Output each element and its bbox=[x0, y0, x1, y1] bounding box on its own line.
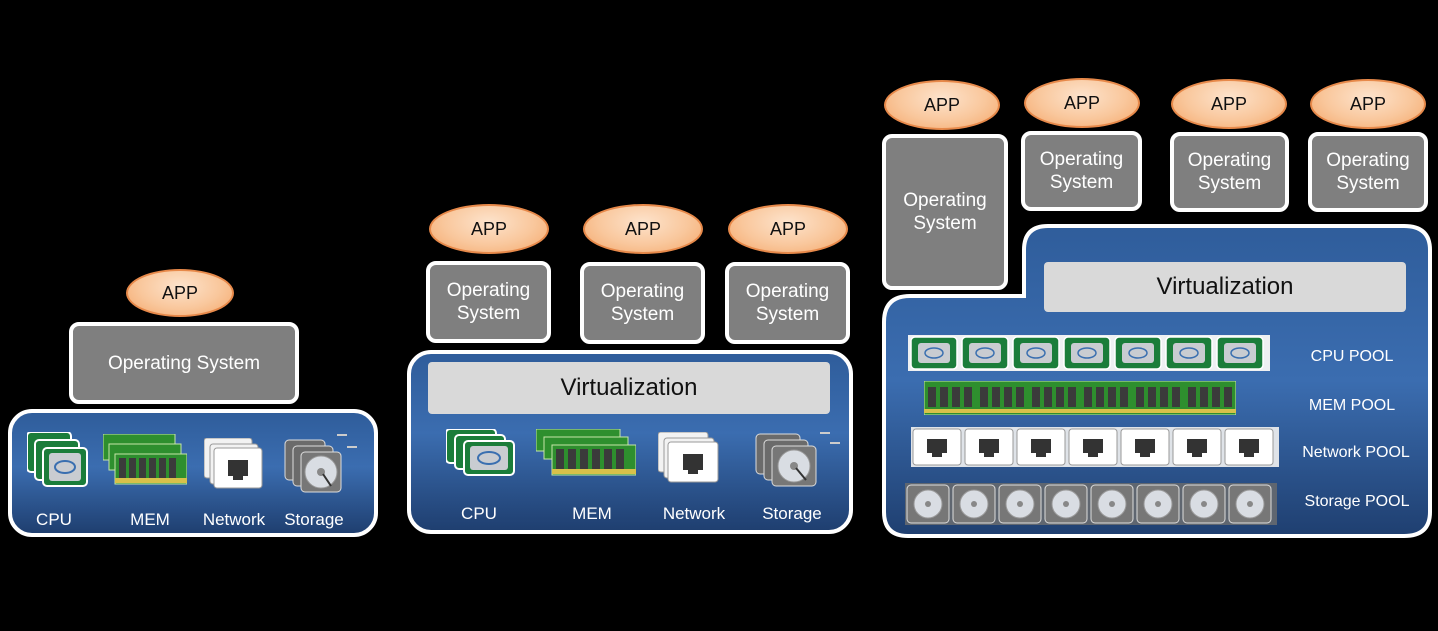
cpu-icon bbox=[27, 432, 88, 487]
network-pool-strip bbox=[911, 427, 1279, 467]
app-label: APP bbox=[470, 218, 508, 239]
network-label: Network bbox=[202, 510, 266, 529]
os-label-line1: Operating bbox=[1187, 150, 1272, 171]
os-label-line2: System bbox=[1049, 172, 1114, 193]
os-label-line2: System bbox=[610, 304, 675, 325]
network-pool-label: Network POOL bbox=[1302, 444, 1410, 461]
cpu-pool-label: CPU POOL bbox=[1310, 348, 1394, 365]
mem-label: MEM bbox=[130, 510, 170, 529]
network-port-icon bbox=[204, 438, 263, 489]
network-label: Network bbox=[662, 504, 726, 523]
hard-disk-icon bbox=[755, 432, 840, 487]
os-label-line1: Operating bbox=[1326, 150, 1410, 171]
app-label: APP bbox=[161, 282, 199, 303]
memory-icon bbox=[536, 429, 636, 476]
app-label: APP bbox=[769, 218, 807, 239]
cpu-icon bbox=[446, 429, 515, 476]
os-label-line1: Operating bbox=[903, 190, 987, 211]
os-label-line1: Operating bbox=[446, 280, 531, 301]
cpu-pool-strip bbox=[908, 335, 1270, 371]
app-bubble: APP bbox=[1024, 78, 1140, 128]
os-label-line1: Operating bbox=[1039, 149, 1124, 170]
virtualization-layer: Virtualization bbox=[1044, 262, 1406, 312]
cpu-label: CPU bbox=[461, 504, 497, 523]
os-label-line1: Operating bbox=[600, 281, 685, 302]
app-label: APP bbox=[1063, 92, 1101, 113]
app-bubble: APP bbox=[728, 204, 848, 254]
cpu-label: CPU bbox=[36, 510, 72, 529]
os-label-line1: Operating bbox=[745, 281, 830, 302]
app-bubble: APP bbox=[583, 204, 703, 254]
hard-disk-icon bbox=[284, 434, 357, 493]
mem-pool-strip bbox=[924, 381, 1236, 415]
app-bubble: APP bbox=[1310, 79, 1426, 129]
app-label: APP bbox=[923, 94, 961, 115]
os-label-line2: System bbox=[755, 304, 820, 325]
network-port-icon bbox=[658, 432, 719, 483]
app-label: APP bbox=[1349, 93, 1387, 114]
mem-label: MEM bbox=[572, 504, 612, 523]
os-label-line2: System bbox=[1197, 173, 1262, 194]
os-label: Operating System bbox=[107, 352, 261, 374]
os-label-line2: System bbox=[1336, 173, 1400, 194]
app-bubble: APP bbox=[126, 269, 234, 317]
storage-pool-strip bbox=[905, 483, 1277, 525]
operating-system-box: Operating System bbox=[69, 322, 299, 404]
virtualization-label: Virtualization bbox=[560, 374, 698, 401]
app-bubble: APP bbox=[429, 204, 549, 254]
os-label-line2: System bbox=[456, 303, 521, 324]
virtualization-layer: Virtualization bbox=[428, 362, 830, 414]
app-bubble: APP bbox=[884, 80, 1000, 130]
mem-pool-label: MEM POOL bbox=[1308, 397, 1396, 414]
os-label-line2: System bbox=[913, 213, 977, 234]
storage-label: Storage bbox=[284, 510, 344, 529]
app-label: APP bbox=[624, 218, 662, 239]
app-label: APP bbox=[1210, 93, 1248, 114]
storage-label: Storage bbox=[762, 504, 822, 523]
virtualization-label: Virtualization bbox=[1156, 273, 1294, 300]
app-bubble: APP bbox=[1171, 79, 1287, 129]
storage-pool-label: Storage POOL bbox=[1304, 493, 1410, 510]
memory-icon bbox=[103, 434, 187, 485]
